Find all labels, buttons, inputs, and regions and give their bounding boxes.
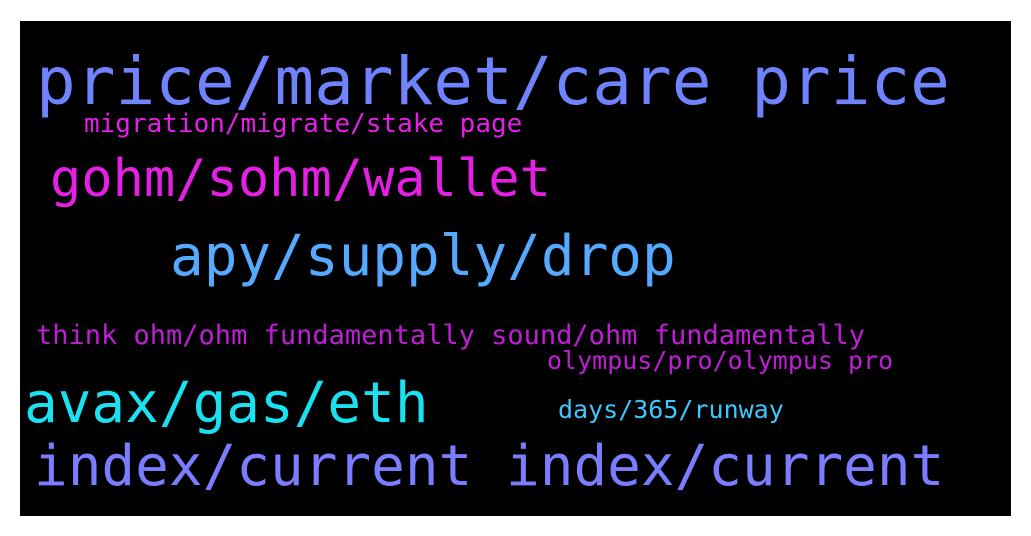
word-migration-migrate-stake-page: migration/migrate/stake page [84, 109, 523, 139]
word-think-ohm-fundamentally: think ohm/ohm fundamentally sound/ohm fu… [36, 320, 866, 351]
word-index-current: index/current index/current [34, 434, 945, 499]
word-avax-gas-eth: avax/gas/eth [24, 371, 429, 436]
word-days-365-runway: days/365/runway [558, 395, 784, 424]
word-gohm-sohm-wallet: gohm/sohm/wallet [50, 149, 551, 209]
word-price-market-care-price: price/market/care price [36, 43, 950, 120]
word-apy-supply-drop: apy/supply/drop [170, 224, 676, 289]
word-olympus-pro: olympus/pro/olympus pro [547, 346, 894, 375]
word-cloud-canvas: price/market/care price migration/migrat… [20, 21, 1011, 516]
